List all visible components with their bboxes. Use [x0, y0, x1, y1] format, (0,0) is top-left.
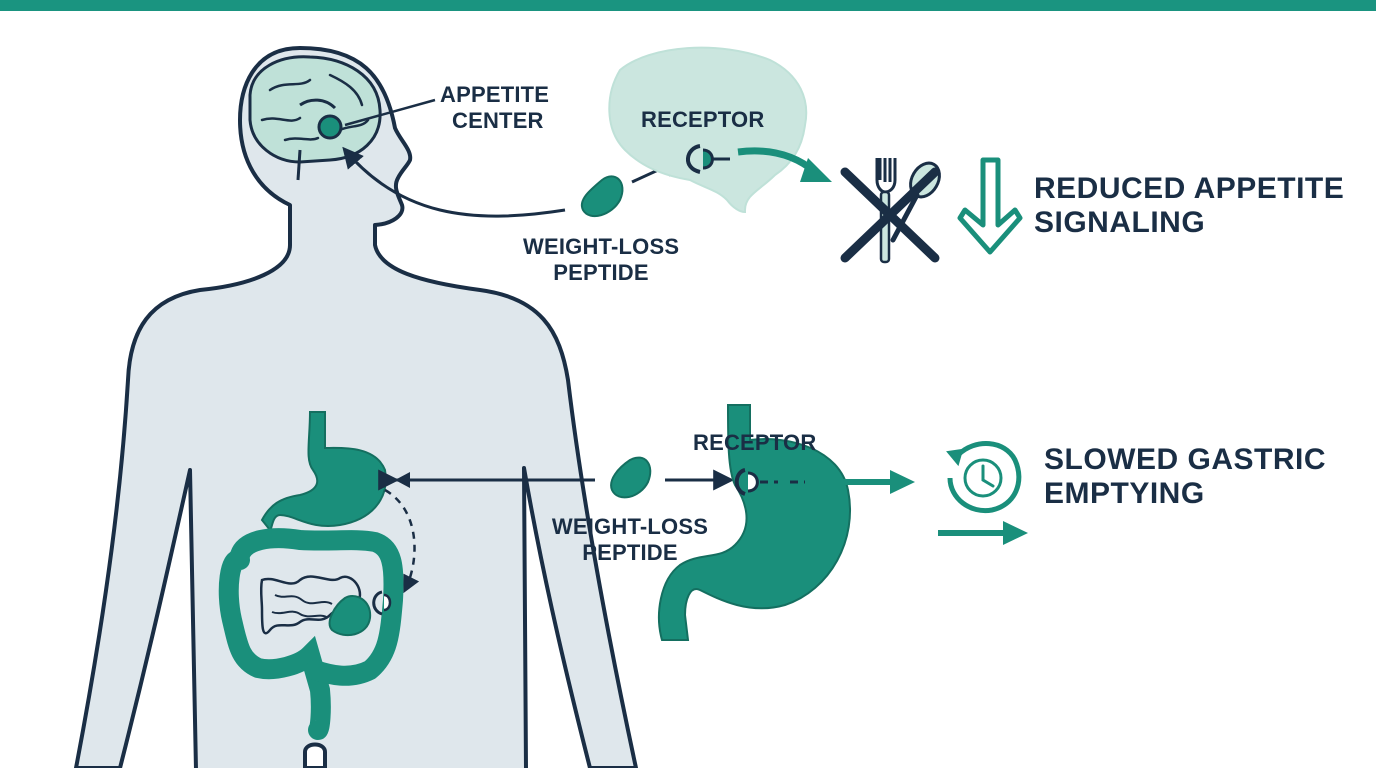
receptor-top-label: RECEPTOR [641, 107, 765, 132]
top-accent-bar [0, 0, 1376, 11]
receptor-bottom-label: RECEPTOR [693, 430, 817, 455]
appetite-center-label: APPETITE CENTER [440, 82, 549, 134]
head-brain-icon [248, 55, 382, 181]
peptide-bean-icon-bottom [610, 456, 652, 499]
appetite-center-pointer [344, 98, 436, 127]
leg-gap [303, 742, 327, 768]
stomach-to-emptying-arrowhead [890, 470, 915, 494]
reduced-appetite-line-1: REDUCED APPETITE [1034, 172, 1345, 205]
right-arrow-icon-head [1003, 521, 1028, 545]
brain-icon [608, 46, 808, 214]
slowed-gastric-line-2: EMPTYING [1044, 477, 1205, 510]
peptide-top-line-1: WEIGHT-LOSS [523, 234, 680, 259]
reduced-appetite-label: REDUCED APPETITE SIGNALING [1034, 172, 1344, 240]
slowed-gastric-label: SLOWED GASTRIC EMPTYING [1044, 443, 1326, 511]
receptor-icon-gut [372, 590, 392, 616]
peptide-bottom-label: WEIGHT-LOSS PEPTIDE [550, 514, 710, 566]
stomach-to-gut-dashed-arrow [384, 488, 420, 594]
peptide-top-line-2: PEPTIDE [553, 260, 649, 285]
reduced-appetite-line-2: SIGNALING [1034, 206, 1206, 239]
receptor-icon-top [686, 144, 730, 174]
stomach-icon [658, 404, 851, 641]
peptide-bottom-line-2: PEPTIDE [582, 540, 678, 565]
peptide-to-brain-arrow [342, 146, 566, 218]
appetite-center-line-1: APPETITE [440, 82, 550, 107]
intestines-icon [218, 528, 404, 740]
receptor-to-cutlery-arrowhead [800, 158, 832, 182]
crossed-fork-spoon-icon [840, 158, 941, 264]
appetite-center-line-2: CENTER [452, 108, 544, 133]
human-silhouette-icon [74, 46, 638, 768]
peptide-bean-icon-top [580, 175, 624, 218]
slowed-gastric-line-1: SLOWED GASTRIC [1044, 443, 1326, 476]
clock-timer-icon [946, 441, 1022, 514]
peptide-bottom-line-1: WEIGHT-LOSS [551, 514, 709, 539]
stomach-peptide-connector-head [395, 472, 410, 488]
peptide-top-label: WEIGHT-LOSS PEPTIDE [523, 234, 679, 286]
down-arrow-icon [957, 157, 1023, 255]
receptor-icon-bottom [734, 468, 805, 496]
